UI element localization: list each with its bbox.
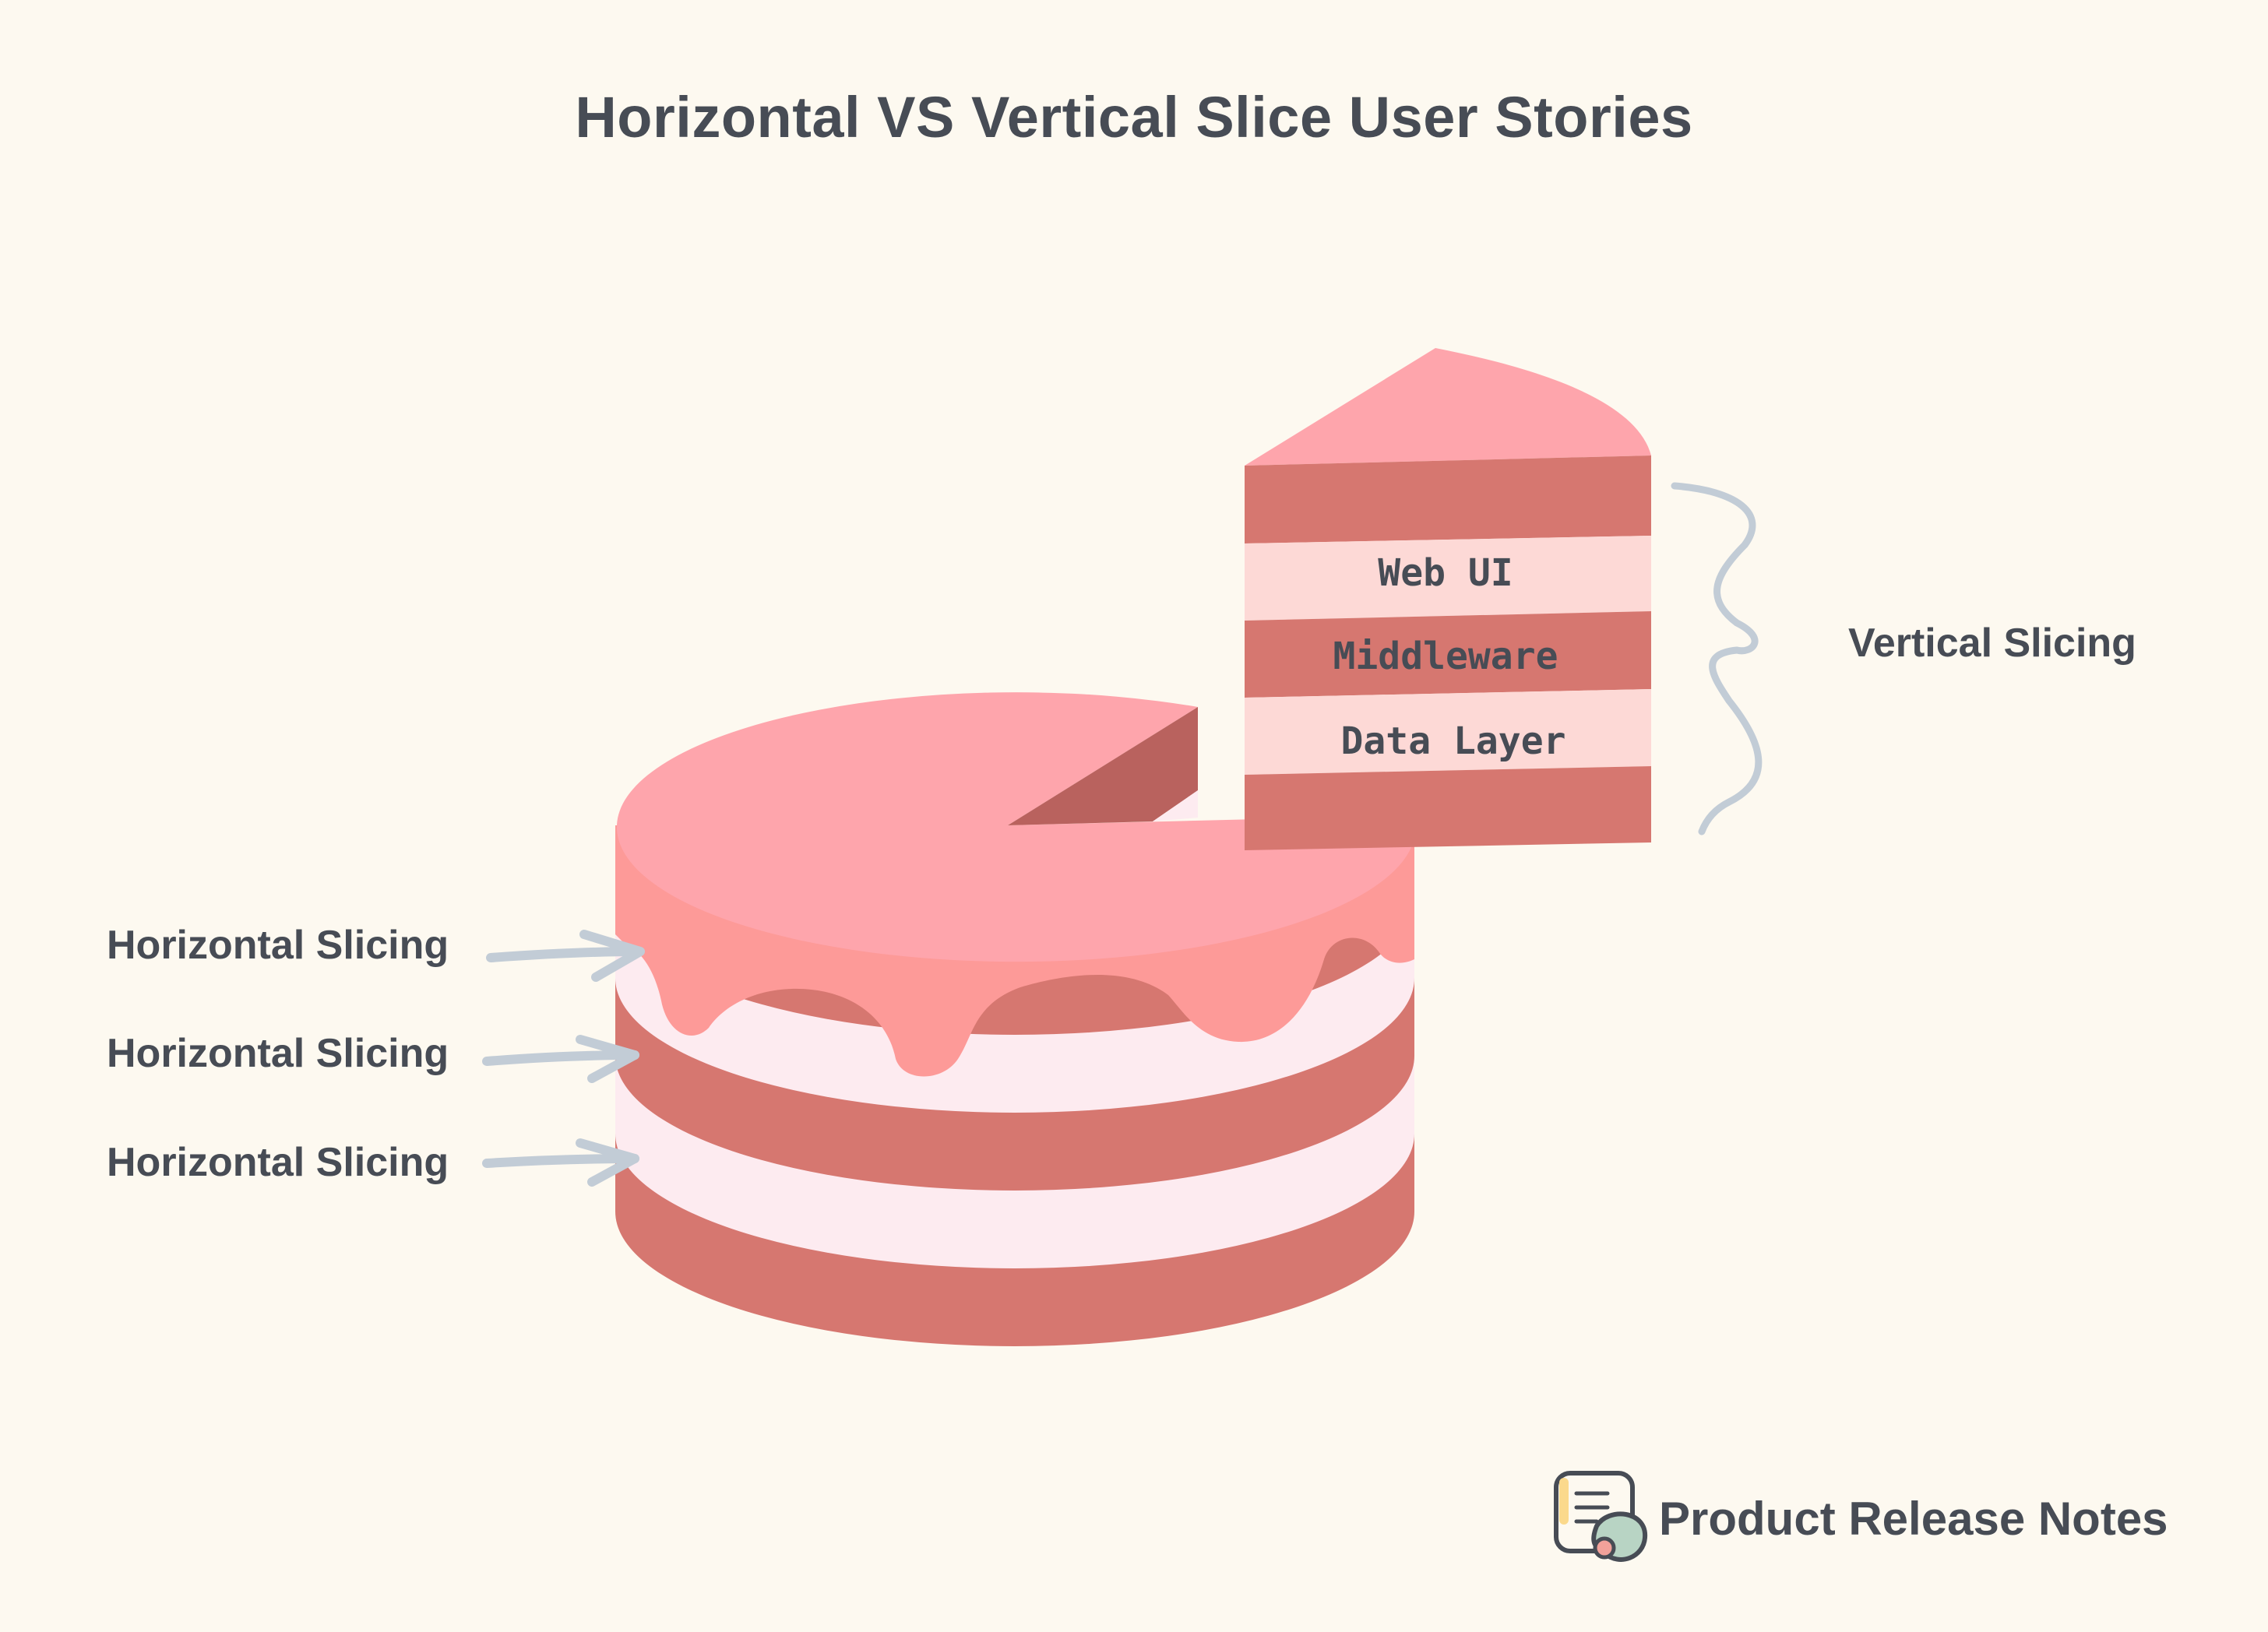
cake-top-surface (616, 692, 1416, 962)
horizontal-slicing-label-2: Horizontal Slicing (107, 1031, 449, 1076)
slice-layer-label-web-ui: Web UI (1378, 551, 1513, 595)
vertical-slicing-label: Vertical Slicing (1848, 621, 2136, 666)
horizontal-arrow-1 (486, 930, 645, 982)
horizontal-arrow-2 (482, 1035, 639, 1083)
slice-layer-label-middleware: Middleware (1333, 635, 1558, 678)
horizontal-slicing-label-1: Horizontal Slicing (107, 923, 449, 968)
cake (615, 692, 1416, 1346)
cake-cut-face (1008, 707, 1198, 825)
horizontal-slicing-label-3: Horizontal Slicing (107, 1140, 449, 1185)
slice-layer-web-ui (1245, 536, 1651, 621)
slice-layer-1 (1245, 455, 1651, 543)
horizontal-arrow-3 (482, 1138, 639, 1187)
vertical-bracket-squiggle (1671, 482, 1763, 835)
cake-cut-face-light (1153, 790, 1198, 821)
slice-layer-bottom (1245, 766, 1651, 850)
slice-layer-middleware (1245, 611, 1651, 698)
page-title: Horizontal VS Vertical Slice User Storie… (575, 85, 1693, 149)
slice-top (1245, 348, 1651, 466)
slice-layer-data (1245, 689, 1651, 775)
cake-slice (1245, 348, 1651, 850)
slice-layer-label-data-layer: Data Layer (1340, 719, 1566, 763)
brand-name: Product Release Notes (1659, 1493, 2168, 1545)
release-notes-logo-icon (1554, 1471, 1648, 1562)
